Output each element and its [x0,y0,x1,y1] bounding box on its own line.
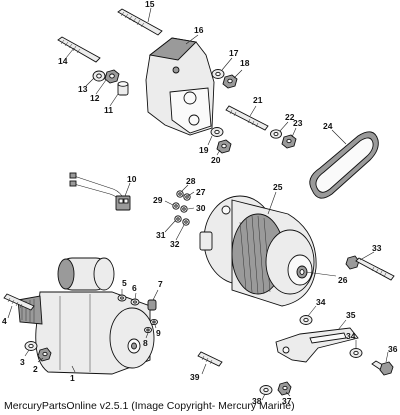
part-stud-15 [117,8,163,36]
part-starter-1 [17,257,155,375]
callout-22: 22 [285,112,295,122]
callout-36: 36 [388,344,398,354]
callout-32: 32 [170,239,180,249]
callout-24: 24 [323,121,333,131]
part-nut-23 [281,134,297,149]
part-washer-34a [299,315,313,325]
callout-16: 16 [194,25,204,35]
part-washer-17 [211,69,225,79]
callout-27: 27 [196,187,206,197]
part-harness-10 [69,172,131,211]
part-stud-21 [225,105,269,131]
part-nut-20 [216,139,232,154]
callout-10: 10 [127,174,137,184]
callout-layer: 1 2 3 4 5 6 7 8 9 10 11 12 13 14 15 16 1 [2,0,398,406]
part-nut-18 [222,74,238,89]
callout-38: 38 [252,396,262,406]
part-washer-34b [349,348,363,358]
part-washer-22 [270,129,282,139]
copyright-footer: MercuryPartsOnline v2.5.1 (Image Copyrig… [4,400,295,412]
part-washer-13 [92,70,106,82]
part-fasteners-27-32 [172,190,191,226]
callout-37: 37 [282,396,292,406]
callout-7: 7 [158,279,163,289]
callout-11: 11 [104,105,113,115]
part-bracket-16 [145,37,215,136]
callout-21: 21 [253,95,263,105]
callout-4: 4 [2,316,7,326]
part-belt-24 [309,131,379,199]
callout-5: 5 [122,278,127,288]
callout-17: 17 [229,48,239,58]
callout-13: 13 [78,84,88,94]
part-nut-2 [37,347,52,362]
part-stud-14 [57,36,101,63]
callout-12: 12 [90,93,100,103]
callout-9: 9 [156,328,161,338]
callout-20: 20 [211,155,221,165]
callout-2: 2 [33,364,38,374]
callout-3: 3 [20,357,25,367]
part-nut-12 [104,69,120,84]
part-bolt-36 [371,360,394,376]
callout-6: 6 [132,283,137,293]
callout-34b: 34 [346,331,356,341]
callout-14: 14 [58,56,68,66]
callout-26: 26 [338,275,348,285]
callout-25: 25 [273,182,283,192]
callout-30: 30 [196,203,206,213]
callout-8: 8 [143,338,148,348]
callout-35: 35 [346,310,356,320]
part-nut-37 [277,381,292,396]
part-bolt-4 [3,293,35,311]
part-spacer-11 [117,81,129,96]
part-bracket-35 [275,327,359,363]
callout-34a: 34 [316,297,326,307]
part-stud-39 [197,351,223,367]
callout-15: 15 [145,0,155,9]
callout-28: 28 [186,176,196,186]
part-washer-19 [210,127,224,137]
callout-31: 31 [156,230,166,240]
callout-29: 29 [153,195,163,205]
callout-18: 18 [240,58,250,68]
part-washer-38 [259,385,273,395]
part-washer-3 [24,341,38,351]
part-bolt-33 [345,255,395,281]
callout-23: 23 [293,118,303,128]
callout-19: 19 [199,145,209,155]
part-alternator-25 [199,195,317,307]
callout-39: 39 [190,372,200,382]
callout-33: 33 [372,243,382,253]
callout-1: 1 [70,373,75,383]
